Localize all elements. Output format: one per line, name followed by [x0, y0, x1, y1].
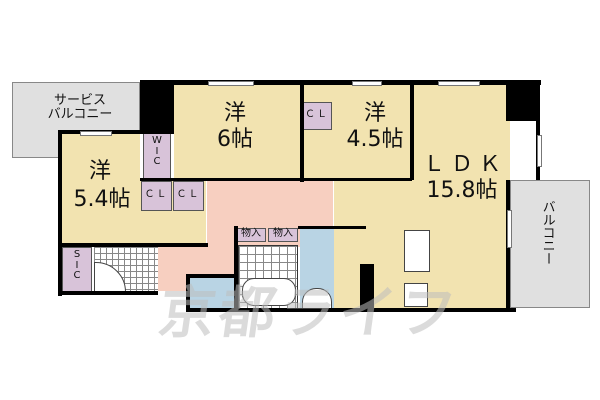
- balcony-label: バルコニー: [539, 200, 555, 265]
- closet-b: [173, 181, 204, 211]
- wall: [186, 308, 516, 312]
- western-room-5-4: [60, 133, 140, 243]
- closet-b-label: ＣＬ: [176, 189, 201, 200]
- window: [507, 210, 512, 248]
- window: [352, 81, 382, 86]
- wall: [234, 226, 238, 310]
- wall: [58, 243, 208, 247]
- wall: [298, 226, 366, 229]
- window: [80, 131, 112, 136]
- storage-b-label: 物入: [273, 228, 293, 239]
- wall: [140, 178, 412, 181]
- wall: [186, 274, 236, 278]
- service-balcony-label: サービス バルコニー: [47, 93, 113, 122]
- closet-a: [141, 181, 172, 211]
- western-room-4-5: [302, 85, 412, 179]
- room-6-size: 6帖: [217, 127, 253, 152]
- room-4-5-size: 4.5帖: [346, 127, 404, 152]
- wall: [536, 80, 540, 180]
- wall: [360, 264, 374, 310]
- kitchen-sink: [404, 230, 430, 272]
- toilet: [190, 278, 234, 308]
- sic-label: S I C: [73, 249, 81, 281]
- ldk: [414, 85, 510, 180]
- wall: [410, 80, 414, 180]
- window: [537, 135, 542, 167]
- window: [438, 81, 480, 86]
- storage-a-label: 物入: [241, 228, 261, 239]
- ldk-type: ＬＤＫ: [422, 152, 507, 177]
- wall: [58, 130, 62, 296]
- wic-label: W I C: [152, 135, 162, 167]
- wall: [186, 274, 190, 312]
- closet-4-5: [302, 102, 332, 130]
- ldk-column: [506, 85, 536, 121]
- closet-4-5-label: ＣＬ: [305, 109, 329, 120]
- wall: [300, 80, 304, 182]
- watermark: 京都ライフ: [154, 281, 464, 346]
- balcony: [510, 180, 590, 308]
- room-4-5-type: 洋: [363, 101, 386, 126]
- bathtub: [242, 278, 296, 306]
- room-5-4-type: 洋: [88, 159, 111, 184]
- wall: [58, 130, 174, 134]
- western-room-6: [174, 85, 300, 179]
- room-5-4-size: 5.4帖: [73, 187, 131, 212]
- ldk-size: 15.8帖: [426, 178, 498, 203]
- window: [208, 81, 254, 86]
- storage-b: [268, 228, 298, 242]
- kitchen-stove: [404, 283, 428, 307]
- wall: [140, 80, 174, 134]
- room-6-type: 洋: [223, 101, 246, 126]
- shoe-closet: [62, 247, 92, 293]
- wall: [58, 291, 158, 295]
- closet-a-label: ＣＬ: [144, 189, 169, 200]
